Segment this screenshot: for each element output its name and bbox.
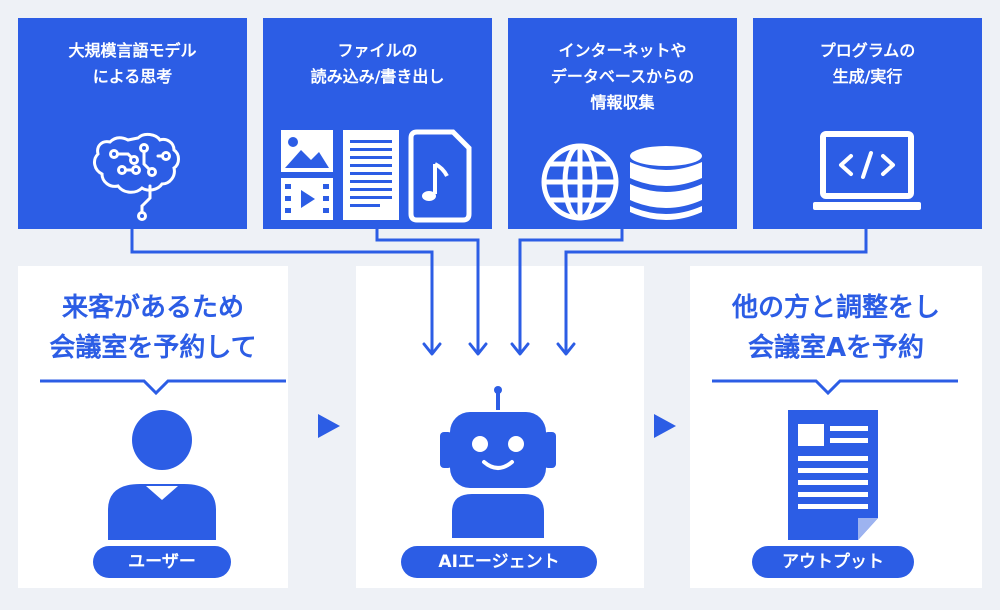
capability-llm-thinking: 大規模言語モデル による思考 [18,18,247,229]
connector-llm [130,229,434,352]
output-result: 他の方と調整をし 会議室Aを予約 [690,288,982,368]
title-line: ファイルの [337,41,418,60]
result-line: 他の方と調整をし [731,293,940,323]
file-types-icon [281,129,472,223]
title-line: による思考 [92,67,173,86]
user-request: 来客があるため 会議室を予約して [18,288,288,368]
connector-web [518,229,624,352]
globe-database-icon [541,143,702,221]
result-line: 会議室Aを予約 [747,333,925,363]
title-line: プログラムの [819,41,916,60]
request-line: 会議室を予約して [49,333,257,363]
document-icon [788,410,878,540]
capability-program: プログラムの 生成/実行 [753,18,982,229]
capability-title: ファイルの 読み込み/書き出し [263,38,492,90]
laptop-code-icon [813,131,921,210]
user-icon [108,410,216,540]
agent-label: AIエージェント [401,546,597,578]
request-line: 来客があるため [61,293,244,323]
title-line: 大規模言語モデル [68,41,197,60]
user-bubble-line [40,379,286,396]
capability-web-db: インターネットや データベースからの 情報収集 [508,18,737,229]
brain-circuit-icon [93,132,180,221]
user-label: ユーザー [93,546,231,578]
flow-arrow-user-to-agent [318,414,340,438]
connector-file [375,229,480,352]
title-line: インターネットや [558,41,687,60]
title-line: データベースからの [550,67,695,86]
capability-file-io: ファイルの 読み込み/書き出し [263,18,492,229]
title-line: 読み込み/書き出し [310,67,445,86]
output-bubble-line [712,379,958,396]
output-label: アウトプット [752,546,914,578]
connector-program [564,229,868,352]
flow-arrow-agent-to-output [654,414,676,438]
capability-title: プログラムの 生成/実行 [753,38,982,90]
capability-title: インターネットや データベースからの 情報収集 [508,38,737,116]
title-line: 情報収集 [590,93,655,112]
title-line: 生成/実行 [832,67,903,86]
capability-title: 大規模言語モデル による思考 [18,38,247,90]
robot-icon [440,386,556,538]
